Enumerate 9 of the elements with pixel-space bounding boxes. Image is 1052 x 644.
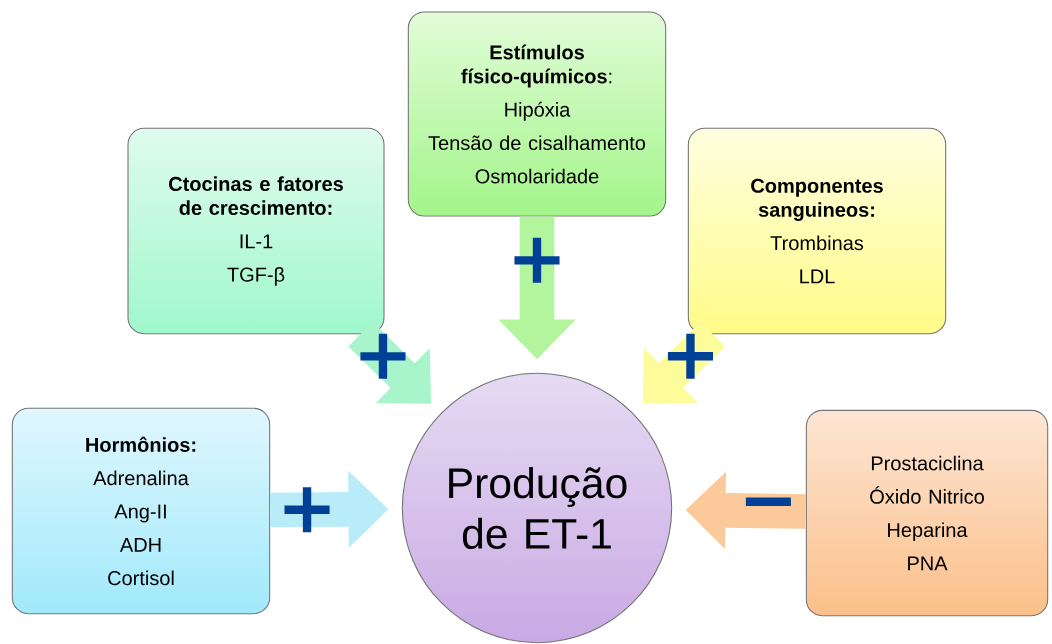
- sign-label: −: [745, 497, 791, 506]
- rounded-box: Estímulos físico-químicos: Hipóxia Tensão de cisalhamento Osmolaridade: [407, 11, 667, 217]
- block-arrow: [642, 321, 725, 404]
- sign-label: +: [360, 333, 406, 379]
- sign-label: +: [284, 487, 330, 533]
- sign-label: +: [514, 237, 560, 283]
- sign-label: +: [667, 333, 713, 379]
- rounded-box: Hormônios: Adrenalina Ang-II ADH Cortisol: [11, 407, 271, 615]
- rounded-box: Prostaciclina Óxido Nitrico Heparina PNA: [805, 409, 1049, 617]
